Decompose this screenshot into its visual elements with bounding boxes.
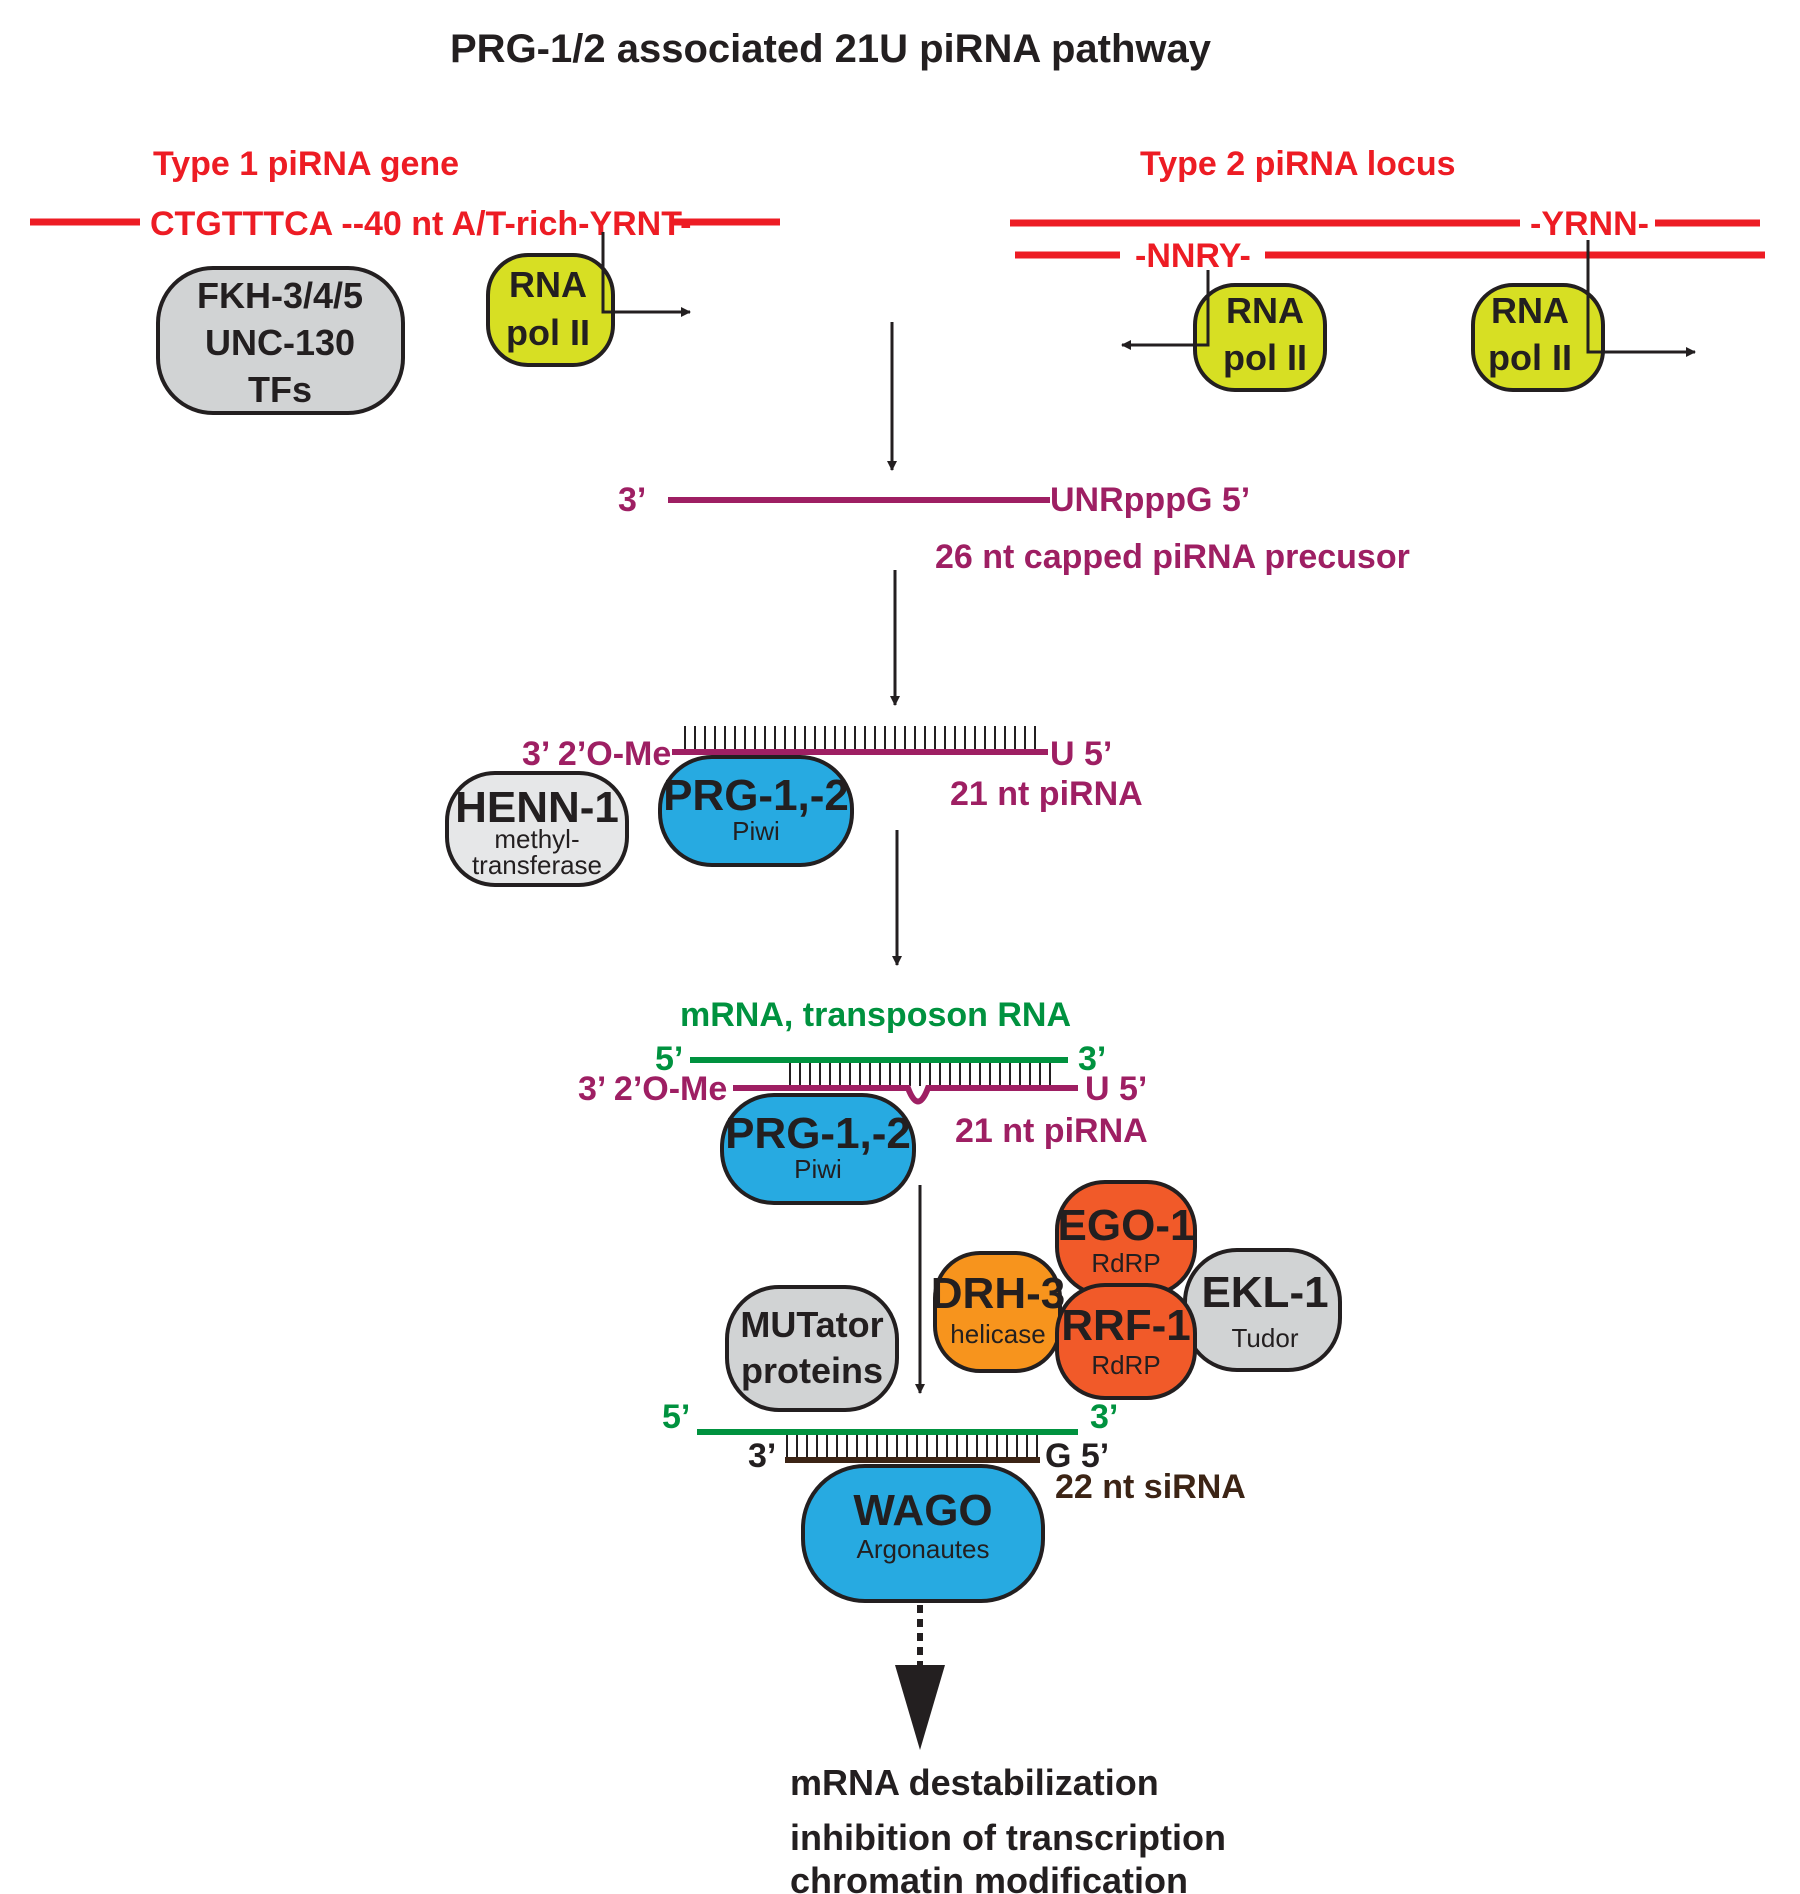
- henn1-box: HENN-1 methyl- transferase: [445, 771, 629, 887]
- henn1-name: HENN-1: [455, 783, 619, 832]
- targeting-5-end: U 5’: [1085, 1070, 1147, 1108]
- prg-box-2: PRG-1,-2 Piwi: [720, 1093, 916, 1205]
- targeting-label: 21 nt piRNA: [955, 1112, 1148, 1150]
- prg1-sub: Piwi: [732, 816, 780, 846]
- target-5-end: 5’: [655, 1040, 683, 1078]
- outcome-3: chromatin modification: [790, 1860, 1188, 1894]
- type1-label: Type 1 piRNA gene: [153, 145, 459, 183]
- mature-pirna-ticks: [684, 726, 1036, 750]
- rrf1-sub: RdRP: [1091, 1350, 1160, 1380]
- precursor-label: 26 nt capped piRNA precusor: [935, 538, 1410, 576]
- tf-line2: UNC-130: [205, 322, 355, 363]
- type1-polii: RNA pol II: [486, 253, 615, 367]
- outcome-1: mRNA destabilization: [790, 1762, 1159, 1803]
- mature-3-end: 3’ 2’O-Me: [522, 735, 671, 773]
- ekl1-box: EKL-1 Tudor: [1183, 1248, 1342, 1372]
- drh3-name: DRH-3: [931, 1269, 1065, 1318]
- wago-box: WAGO Argonautes: [801, 1464, 1045, 1603]
- type2-polii-left-line1: RNA: [1226, 290, 1304, 331]
- mutator-line2: proteins: [741, 1350, 883, 1391]
- tf-line1: FKH-3/4/5: [197, 275, 363, 316]
- targeting-ticks: [789, 1063, 1051, 1086]
- wago-sub: Argonautes: [857, 1534, 990, 1564]
- mature-5-end: U 5’: [1050, 735, 1112, 773]
- targeting-3-end: 3’ 2’O-Me: [578, 1070, 727, 1108]
- prg1-name: PRG-1,-2: [663, 771, 849, 820]
- outcome-2: inhibition of transcription: [790, 1817, 1226, 1858]
- drh3-sub: helicase: [950, 1319, 1045, 1349]
- prg-box-1: PRG-1,-2 Piwi: [658, 755, 854, 867]
- type2-label: Type 2 piRNA locus: [1140, 145, 1456, 183]
- ego1-box: EGO-1 RdRP: [1055, 1180, 1197, 1297]
- type2-polii-right: RNA pol II: [1471, 283, 1605, 392]
- prg2-sub: Piwi: [794, 1154, 842, 1184]
- diagram-title: PRG-1/2 associated 21U piRNA pathway: [450, 27, 1212, 71]
- mature-label: 21 nt piRNA: [950, 775, 1143, 813]
- type2-polii-left: RNA pol II: [1193, 283, 1327, 392]
- tf-box: FKH-3/4/5 UNC-130 TFs: [156, 266, 405, 415]
- type2-top-motif: -YRNN-: [1530, 205, 1649, 243]
- ego1-sub: RdRP: [1091, 1248, 1160, 1278]
- type1-sequence: CTGTTTCA --40 nt A/T-rich-YRNT-: [150, 205, 691, 243]
- prg2-name: PRG-1,-2: [725, 1109, 911, 1158]
- type1-tss-arrow: [601, 232, 691, 317]
- wago-name: WAGO: [853, 1486, 992, 1535]
- mutator-box: MUTator proteins: [725, 1285, 899, 1412]
- sirna-3-end: 3’: [748, 1437, 776, 1475]
- sirna-target-5-end: 5’: [662, 1398, 690, 1436]
- type2-polii-right-line1: RNA: [1491, 290, 1569, 331]
- tf-line3: TFs: [248, 369, 312, 410]
- mutator-line1: MUTator: [740, 1304, 883, 1345]
- type2-left-tss-arrow: [1121, 270, 1210, 350]
- sirna-ticks: [786, 1435, 1038, 1458]
- ego1-name: EGO-1: [1058, 1201, 1195, 1250]
- sirna-5-end: G 5’: [1045, 1437, 1109, 1475]
- rrf1-box: RRF-1 RdRP: [1055, 1283, 1197, 1400]
- ekl1-sub: Tudor: [1232, 1323, 1299, 1353]
- type1-polii-line2: pol II: [506, 312, 590, 353]
- targeting-pirna-strand: [733, 1085, 1078, 1105]
- type2-right-tss-arrow: [1586, 240, 1696, 357]
- sirna-target-3-end: 3’: [1090, 1398, 1118, 1436]
- target-3-end: 3’: [1078, 1040, 1106, 1078]
- type2-polii-right-line2: pol II: [1488, 337, 1572, 378]
- type2-polii-left-line2: pol II: [1223, 337, 1307, 378]
- target-label: mRNA, transposon RNA: [680, 996, 1071, 1034]
- outcome-arrowhead: [895, 1665, 945, 1750]
- type1-polii-line1: RNA: [509, 264, 587, 305]
- ekl1-name: EKL-1: [1201, 1268, 1328, 1317]
- drh3-box: DRH-3 helicase: [931, 1251, 1065, 1373]
- precursor-5-end: UNRpppG 5’: [1050, 481, 1250, 519]
- henn1-sub1: methyl-: [494, 824, 579, 854]
- henn1-sub2: transferase: [472, 850, 602, 880]
- type2-bottom-motif: -NNRY-: [1135, 237, 1251, 275]
- rrf1-name: RRF-1: [1061, 1301, 1191, 1350]
- sirna-label: 22 nt siRNA: [1055, 1468, 1246, 1506]
- precursor-3-end: 3’: [618, 481, 646, 519]
